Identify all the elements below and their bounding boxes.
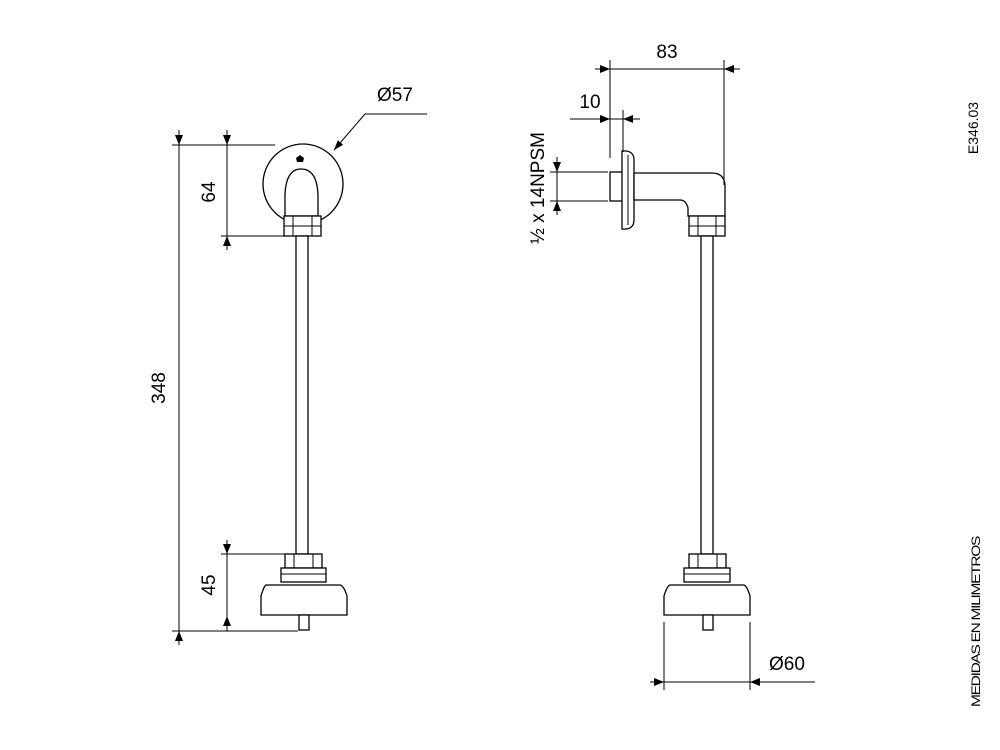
dim-base-diameter: Ø60	[769, 654, 805, 675]
base-body	[260, 584, 348, 616]
side-base-pin	[702, 614, 714, 631]
side-base-body	[663, 584, 751, 616]
dim-thread: ½ x 14NPSM	[528, 132, 549, 244]
lower-nut	[284, 553, 323, 569]
side-view: 83 10 ½ x 14NPSM Ø60	[528, 42, 815, 690]
base-pin	[298, 614, 310, 631]
front-view: 348 64 45 Ø57	[149, 85, 427, 645]
drawing-code: E346.03	[965, 102, 981, 154]
dim-head-height: 64	[199, 181, 220, 203]
lower-collar	[280, 567, 327, 583]
side-lower-collar	[683, 567, 731, 583]
valve-head	[284, 168, 319, 217]
side-lower-nut	[688, 553, 727, 569]
dim-projection: 83	[656, 42, 677, 63]
elbow-arm	[633, 172, 726, 217]
units-note: MEDIDAS EN MILIMETROS	[969, 536, 983, 707]
dim-total-height: 348	[149, 372, 170, 404]
side-vertical-pipe	[700, 235, 714, 555]
dim-flange-diameter: Ø57	[377, 85, 413, 106]
vertical-pipe	[295, 235, 309, 555]
dim-base-height: 45	[199, 574, 220, 595]
indicator-mark-icon	[296, 155, 304, 162]
dim-flange-thickness: 10	[579, 92, 600, 113]
